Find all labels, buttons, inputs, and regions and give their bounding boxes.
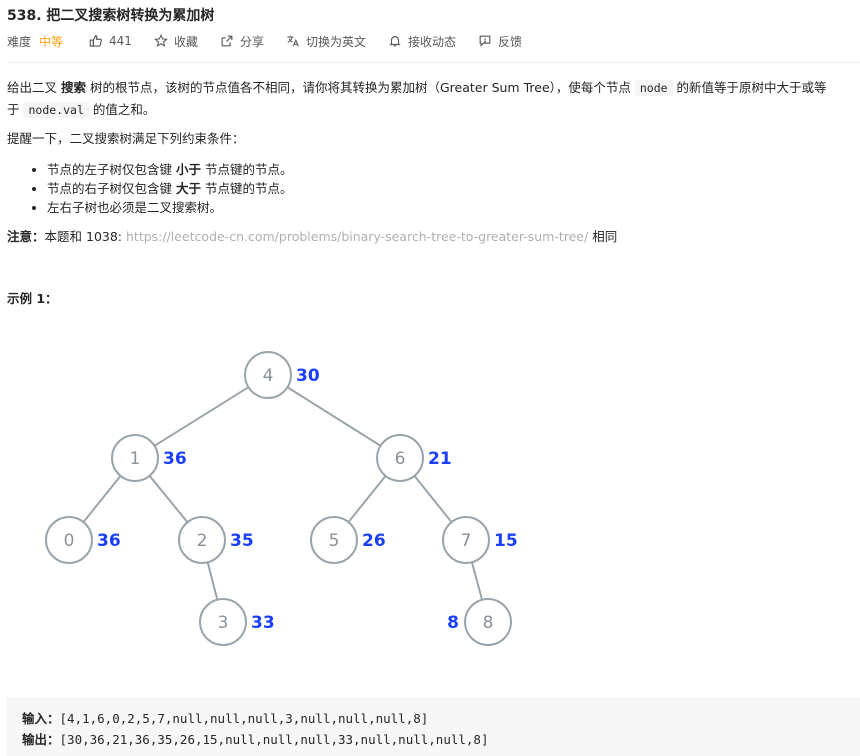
tree-node-sum: 8: [447, 613, 459, 633]
description-text: 树的根节点，该树的节点值各不相同，请你将其转换为累加树（Greater Sum …: [86, 80, 635, 95]
constraint-item: 节点的右子树仅包含键 大于 节点键的节点。: [47, 179, 292, 198]
tree-node-sum: 15: [494, 531, 518, 551]
tree-node-circle: [111, 434, 159, 482]
difficulty-label: 难度: [7, 34, 32, 49]
tree-node-value: 4: [263, 366, 274, 386]
feedback-label: 反馈: [498, 34, 523, 49]
feedback-button[interactable]: 反馈: [478, 33, 522, 50]
related-problem-link[interactable]: https://leetcode-cn.com/problems/binary-…: [126, 229, 589, 244]
translate-icon: [287, 35, 299, 47]
header-divider: [7, 62, 860, 63]
tree-edge: [413, 475, 453, 523]
tree-node-circle: [376, 434, 424, 482]
input-label: 输入：: [22, 711, 60, 726]
example-input-line: 输入：[4,1,6,0,2,5,7,null,null,null,3,null,…: [22, 708, 428, 727]
output-label: 输出：: [22, 732, 60, 747]
tree-node-value: 2: [197, 531, 208, 551]
tree-node-value: 7: [461, 531, 472, 551]
like-button[interactable]: 441: [89, 34, 132, 48]
inline-code-node: node: [634, 80, 673, 96]
tree-node-circle: [45, 516, 93, 564]
description-text: 的值之和。: [88, 102, 156, 117]
example-io-block: 输入：[4,1,6,0,2,5,7,null,null,null,3,null,…: [7, 697, 860, 756]
tree-node-sum: 30: [296, 366, 320, 386]
share-icon: [221, 35, 233, 47]
tree-edge: [347, 475, 387, 523]
tree-node-circle: [464, 598, 512, 646]
problem-meta-bar: 难度 中等 441 收藏 分享 切换为英文: [7, 32, 544, 50]
like-count: 441: [109, 34, 132, 48]
favorite-label: 收藏: [173, 34, 198, 49]
constraint-item: 节点的左子树仅包含键 小于 节点键的节点。: [47, 160, 292, 179]
tree-edge: [286, 386, 382, 447]
thumbs-up-icon: [89, 35, 102, 47]
tree-node-sum: 33: [251, 613, 275, 633]
description-text: 于: [7, 102, 24, 117]
tree-node-value: 1: [130, 449, 141, 469]
tree-node-sum: 35: [230, 531, 254, 551]
tree-node-value: 8: [483, 613, 494, 633]
description-text: 的新值等于原树中大于或等: [672, 80, 827, 95]
description-text: 给出二叉: [7, 80, 61, 95]
notify-label: 接收动态: [407, 34, 456, 49]
note-paragraph: 注意：本题和 1038: https://leetcode-cn.com/pro…: [7, 226, 857, 247]
difficulty-badge: 中等: [39, 34, 64, 49]
problem-title: 538. 把二叉搜索树转换为累加树: [7, 8, 215, 24]
tree-node-circle: [442, 516, 490, 564]
tree-edge: [153, 386, 250, 447]
tree-edge: [470, 561, 484, 601]
switch-language-label: 切换为英文: [305, 34, 366, 49]
tree-node-value: 0: [64, 531, 75, 551]
tree-node-value: 3: [218, 613, 229, 633]
feedback-icon: [479, 35, 491, 47]
tree-node-value: 6: [395, 449, 406, 469]
tree-edge: [206, 562, 219, 600]
inline-code-node-val: node.val: [23, 102, 89, 118]
example-label: 示例 1：: [7, 291, 58, 306]
tree-node-value: 5: [329, 531, 340, 551]
tree-edge: [82, 475, 122, 523]
tree-node-circle: [310, 516, 358, 564]
tree-edge: [148, 475, 189, 523]
tree-node-sum: 36: [97, 531, 121, 551]
description-paragraph-1: 给出二叉 搜索 树的根节点，该树的节点值各不相同，请你将其转换为累加树（Grea…: [7, 77, 857, 121]
tree-node-circle: [178, 516, 226, 564]
notify-button[interactable]: 接收动态: [388, 33, 456, 50]
note-text: 相同: [588, 229, 618, 244]
example-output-line: 输出：[30,36,21,36,35,26,15,null,null,null,…: [22, 729, 488, 748]
description-paragraph-2: 提醒一下，二叉搜索树满足下列约束条件：: [7, 131, 245, 146]
note-label: 注意：: [7, 229, 45, 244]
tree-node-sum: 36: [163, 449, 187, 469]
note-text: 本题和 1038:: [44, 229, 126, 244]
bell-icon: [389, 36, 401, 47]
constraints-list: 节点的左子树仅包含键 小于 节点键的节点。 节点的右子树仅包含键 大于 节点键的…: [7, 160, 292, 217]
star-icon: [154, 34, 168, 47]
switch-language-button[interactable]: 切换为英文: [286, 33, 366, 50]
tree-node-sum: 26: [362, 531, 386, 551]
favorite-button[interactable]: 收藏: [154, 33, 198, 50]
share-label: 分享: [239, 34, 264, 49]
share-button[interactable]: 分享: [220, 33, 264, 50]
output-value: [30,36,21,36,35,26,15,null,null,null,33,…: [59, 732, 489, 747]
description-bold: 搜索: [60, 80, 86, 95]
tree-node-circle: [199, 598, 247, 646]
constraint-item: 左右子树也必须是二叉搜索树。: [47, 198, 292, 217]
tree-node-circle: [244, 351, 292, 399]
input-value: [4,1,6,0,2,5,7,null,null,null,3,null,nul…: [59, 711, 429, 726]
tree-node-sum: 21: [428, 449, 452, 469]
